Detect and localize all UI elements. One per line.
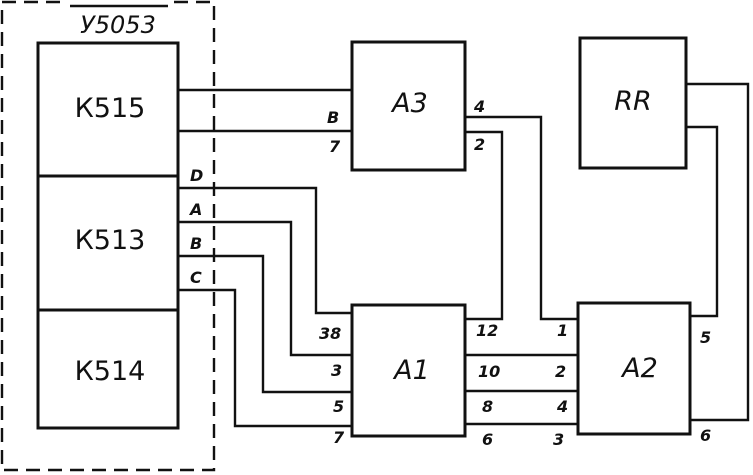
pin-a1-in-38: 38	[319, 324, 341, 343]
block-a1: A1	[350, 303, 467, 438]
pin-k513-b: B	[190, 234, 202, 253]
block-k513: К513	[36, 174, 180, 312]
pin-a1-out-12: 12	[476, 321, 498, 340]
wire-a3-4-to-a2-1	[463, 115, 580, 321]
pin-a1-out-6: 6	[482, 430, 493, 449]
wire-d-to-38	[176, 186, 354, 315]
block-a2: A2	[576, 301, 692, 436]
pin-a1-out-8: 8	[482, 397, 493, 416]
pin-k513-c: C	[190, 268, 202, 287]
block-a1-label: A1	[392, 355, 430, 386]
block-k515-label: К515	[75, 93, 146, 124]
wire-c-to-7	[176, 288, 354, 428]
pin-a1-in-7: 7	[333, 428, 345, 447]
pin-k513-d: D	[190, 166, 203, 185]
pin-a3-in-top: B	[327, 108, 339, 127]
wires	[176, 82, 750, 428]
wire-rr-to-a2-5	[684, 125, 719, 318]
pin-k513-a: A	[188, 200, 202, 219]
pin-a3-in-bottom: 7	[329, 137, 341, 156]
pin-a2-in-3: 3	[553, 430, 564, 449]
pin-a2-out-6: 6	[700, 426, 711, 445]
container-border	[0, 0, 216, 472]
pin-a3-out-top: 4	[473, 97, 485, 116]
block-a2-label: A2	[620, 353, 658, 384]
pin-a1-in-5: 5	[333, 397, 344, 416]
pin-a2-in-4: 4	[556, 397, 568, 416]
wire-rr-to-a2-6	[684, 82, 750, 422]
pin-a2-in-1: 1	[557, 321, 568, 340]
pin-labels: D A B C B 7 4 2 38 3 5 7 12 10 8 6 1 2 4…	[188, 97, 711, 449]
pin-a3-out-bottom: 2	[474, 135, 485, 154]
pin-a2-out-5: 5	[700, 328, 711, 347]
block-k514: К514	[36, 308, 180, 430]
pin-a1-out-10: 10	[478, 362, 500, 381]
wire-b-to-5	[176, 254, 354, 394]
block-rr: RR	[578, 36, 688, 170]
container-title: У5053	[80, 11, 156, 39]
block-k514-label: К514	[75, 356, 146, 387]
block-rr-label: RR	[614, 86, 652, 117]
block-a3-label: A3	[390, 88, 428, 119]
block-k513-label: К513	[75, 225, 146, 256]
wire-a-to-3	[176, 220, 354, 357]
pin-a1-in-3: 3	[331, 361, 342, 380]
block-a3: A3	[350, 40, 467, 172]
container-u5053: У5053	[0, 0, 216, 472]
wire-a3-2-to-a1-12	[463, 130, 504, 321]
pin-a2-in-2: 2	[555, 362, 566, 381]
block-k515: К515	[36, 41, 180, 178]
